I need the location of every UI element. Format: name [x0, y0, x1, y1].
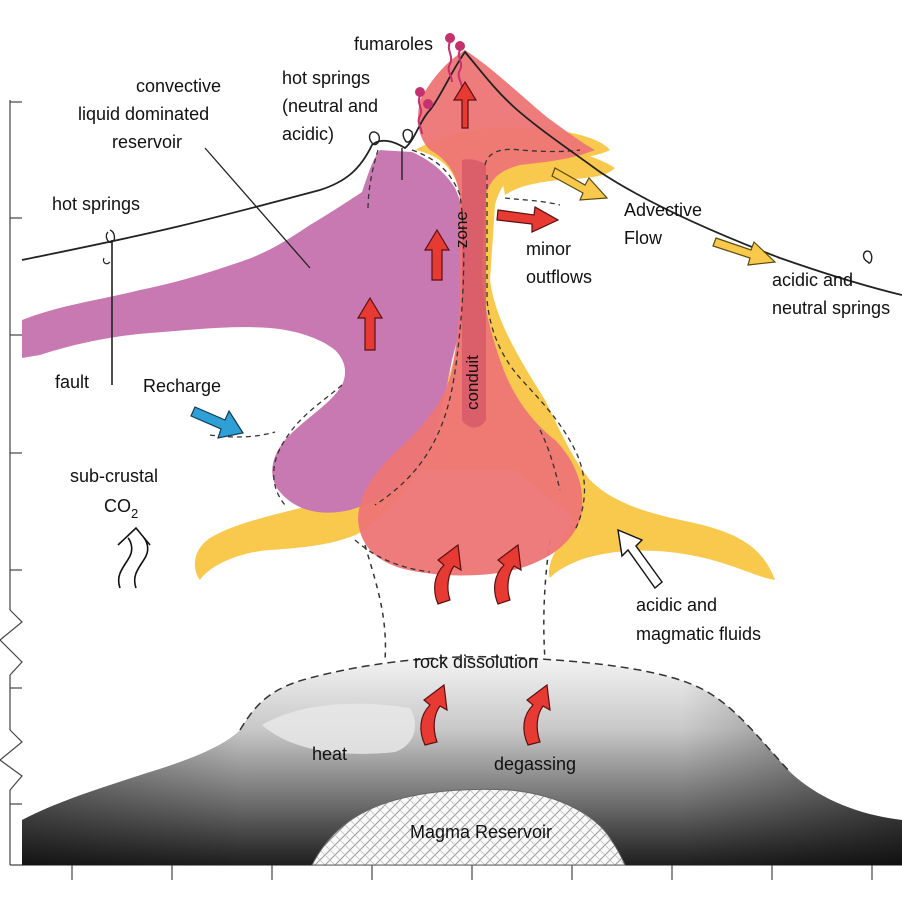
label-advective-1: Advective: [624, 200, 702, 220]
advective-arrow-1: [551, 167, 609, 201]
label-acidic-neutral-2: neutral springs: [772, 298, 890, 318]
label-co2: CO2: [104, 496, 138, 521]
label-hot-springs-summit-1: hot springs: [282, 68, 370, 88]
zone-boundaries: [209, 148, 586, 573]
label-co2-base: CO: [104, 496, 131, 516]
hot-spring-vents: [368, 128, 873, 264]
upflow-arrow-2: [356, 296, 384, 351]
upflow-arrow-summit: [452, 80, 478, 129]
label-hot-springs-summit-2: (neutral and: [282, 96, 378, 116]
upflow-arrows: [356, 80, 560, 746]
x-axis-ticks: [71, 865, 873, 880]
label-convective-1: convective: [136, 76, 221, 96]
label-rock-dissolution: rock dissolution: [414, 652, 538, 672]
label-sub-crustal: sub-crustal: [70, 466, 158, 486]
ground-surface: [21, 50, 902, 296]
label-fumaroles: fumaroles: [354, 34, 433, 54]
upflow-curved-arrow-1: [434, 543, 462, 605]
acidic-fluids-pointer-arrow: [617, 528, 663, 590]
label-co2-sub: 2: [131, 506, 138, 521]
reservoir-leader-line: [204, 147, 311, 269]
upflow-curved-arrow-2: [494, 543, 522, 605]
minor-outflow-arrow: [496, 206, 560, 233]
advective-arrow-2: [712, 237, 777, 266]
label-recharge: Recharge: [143, 376, 221, 396]
degassing-curved-arrow-2: [523, 683, 551, 746]
fumaroles-icon: [415, 33, 465, 135]
label-zone: zone: [452, 211, 471, 248]
label-acidic-magmatic-2: magmatic fluids: [636, 624, 761, 644]
label-hot-springs-summit-3: acidic): [282, 124, 334, 144]
convective-reservoir: [22, 150, 469, 513]
heat-zone-shading: [22, 656, 902, 865]
heat-highlight: [262, 703, 415, 754]
label-advective-2: Flow: [624, 228, 663, 248]
upflow-arrow-1: [423, 228, 451, 281]
y-axis-ticks: [10, 101, 22, 805]
label-minor-outflows-1: minor: [526, 239, 571, 259]
label-conduit: conduit: [463, 355, 482, 410]
label-degassing: degassing: [494, 754, 576, 774]
label-convective-3: reservoir: [112, 132, 182, 152]
co2-arrows: [117, 526, 151, 589]
recharge-arrow: [190, 406, 244, 439]
diagram-labels: fumaroles convective liquid dominated re…: [52, 34, 890, 842]
label-acidic-neutral-1: acidic and: [772, 270, 853, 290]
label-minor-outflows-2: outflows: [526, 267, 592, 287]
label-heat: heat: [312, 744, 347, 764]
magma-reservoir: [311, 788, 626, 866]
label-hot-springs-left: hot springs: [52, 194, 140, 214]
heat-zone-outline: [239, 655, 791, 773]
label-fault: fault: [55, 372, 89, 392]
advective-arrows: [551, 167, 777, 266]
conduit-core: [462, 159, 486, 428]
degassing-curved-arrow-1: [420, 683, 448, 746]
label-convective-2: liquid dominated: [78, 104, 209, 124]
label-acidic-magmatic-1: acidic and: [636, 595, 717, 615]
fault-line: [102, 229, 116, 385]
label-magma-reservoir: Magma Reservoir: [410, 822, 552, 842]
